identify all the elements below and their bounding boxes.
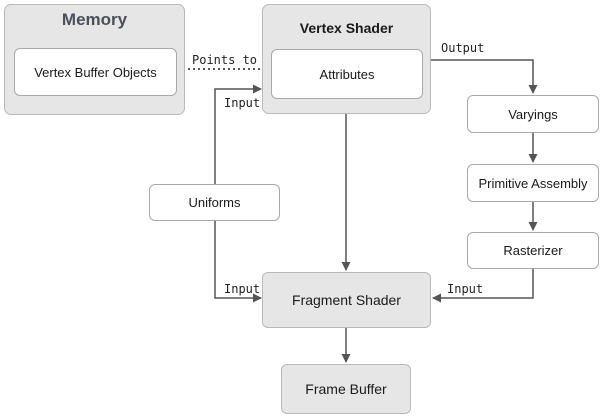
input-right-label: Input — [447, 282, 484, 296]
uniforms-to-vertex-arrow — [214, 84, 262, 184]
attributes-box: Attributes — [271, 49, 423, 99]
output-arrow — [430, 59, 538, 94]
primitive-assembly-box: Primitive Assembly — [467, 164, 599, 202]
varyings-box: Varyings — [467, 95, 599, 133]
rasterizer-box: Rasterizer — [467, 232, 599, 269]
uniforms-to-fragment-arrow — [214, 221, 262, 303]
memory-title: Memory — [61, 10, 128, 29]
points-to-label: Points to — [192, 53, 258, 67]
frame-buffer-box: Frame Buffer — [281, 364, 411, 414]
memory-panel: Memory Vertex Buffer Objects — [4, 4, 185, 115]
input-left-label: Input — [224, 282, 261, 296]
rasterizer-to-fragment-arrow — [432, 269, 534, 303]
uniforms-box: Uniforms — [149, 184, 280, 221]
vertex-shader-panel: Vertex Shader Attributes — [262, 4, 431, 114]
input-top-label: Input — [224, 96, 261, 110]
vertex-buffer-objects-box: Vertex Buffer Objects — [14, 48, 177, 96]
fragment-shader-box: Fragment Shader — [262, 272, 431, 328]
output-label: Output — [441, 41, 485, 55]
vertex-shader-title: Vertex Shader — [299, 20, 394, 36]
